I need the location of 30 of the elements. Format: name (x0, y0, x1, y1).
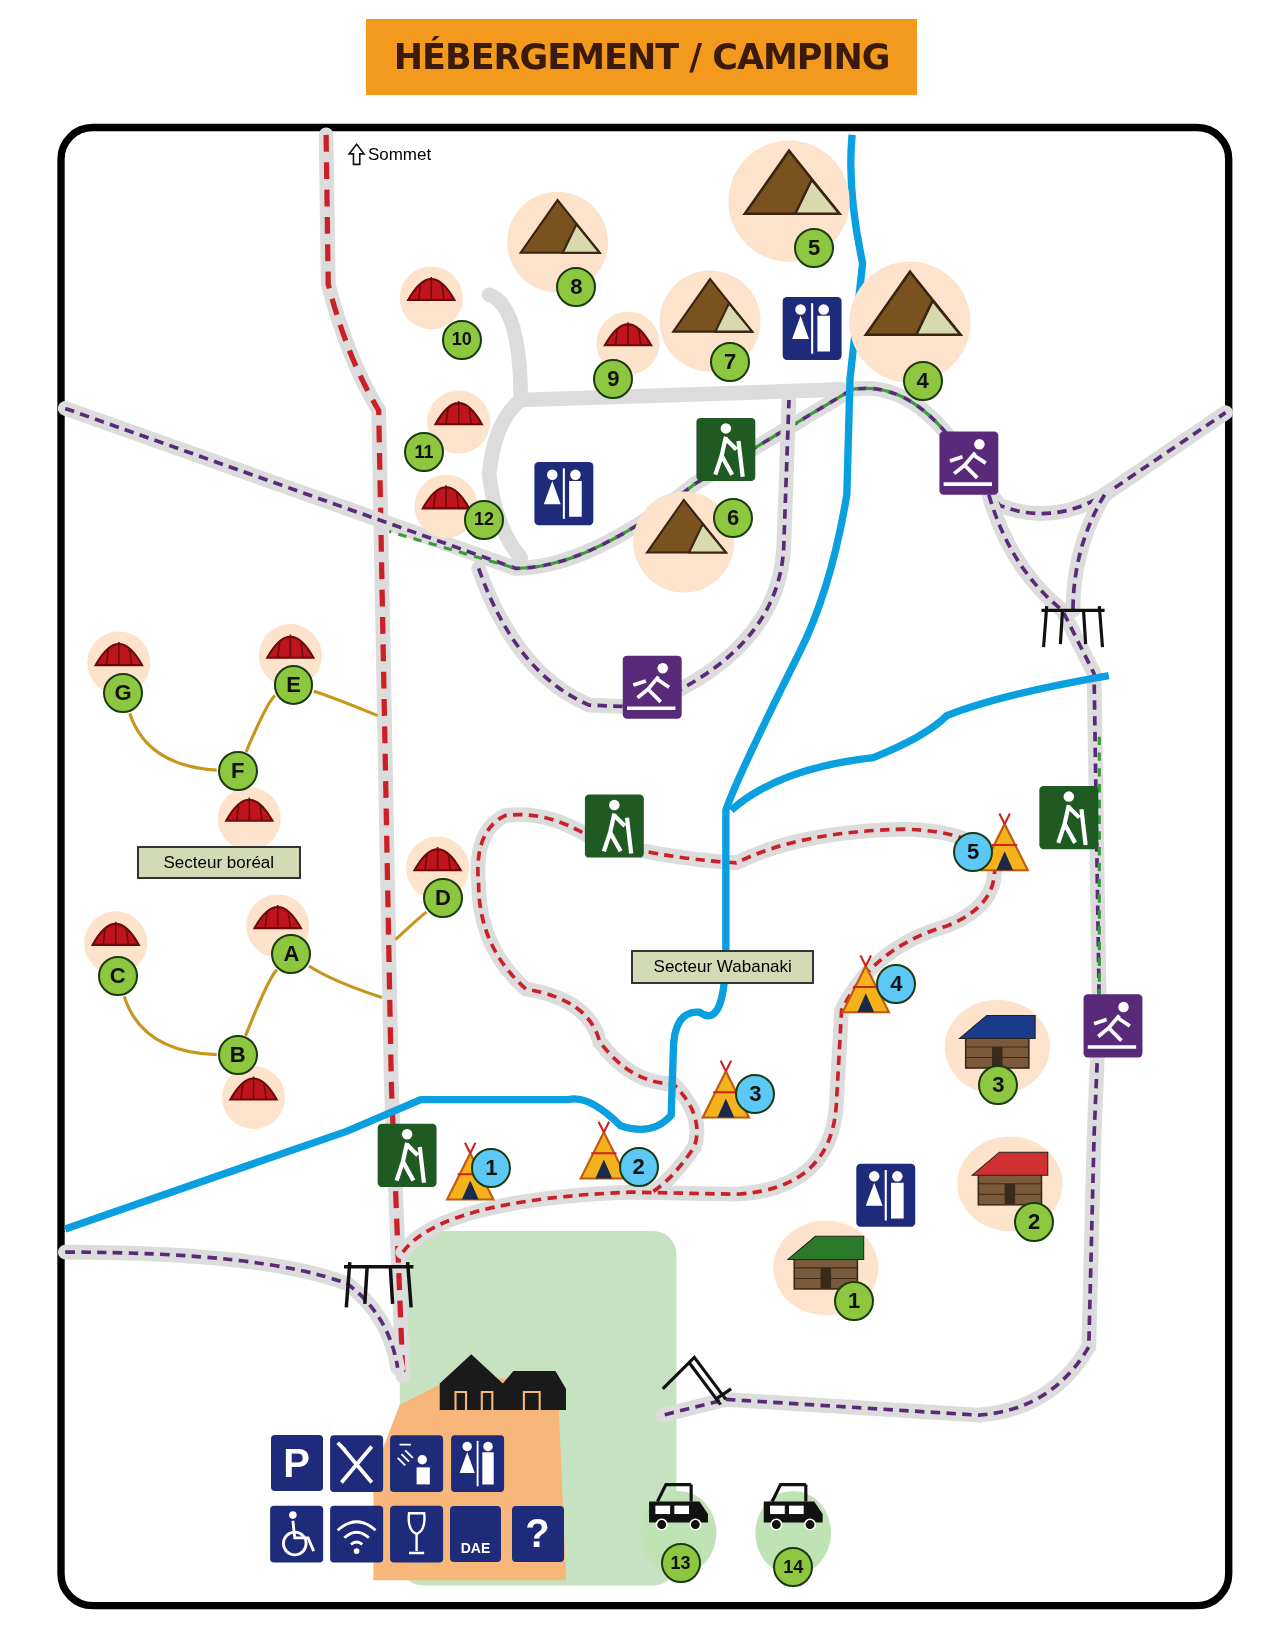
site-number-badge: 3 (735, 1074, 776, 1115)
site-number-badge: G (103, 673, 144, 714)
site-number-badge: 2 (618, 1146, 659, 1187)
site-number-badge: 14 (773, 1547, 814, 1588)
path-line (313, 689, 379, 718)
direction-label: Sommet (367, 144, 433, 166)
path-line (244, 968, 279, 1037)
site-number-badge: C (97, 956, 138, 997)
path-line (128, 712, 217, 772)
site-number-badge: A (271, 934, 312, 975)
path-line (308, 964, 383, 999)
site-number-badge: F (217, 751, 258, 792)
site-number-badge: 11 (403, 432, 444, 473)
path-line (122, 995, 217, 1057)
sector-label: Secteur boréal (136, 845, 301, 880)
title-banner: HÉBERGEMENT / CAMPING (366, 18, 918, 95)
path-line (394, 910, 428, 941)
site-number-badge: 4 (876, 963, 917, 1004)
site-number-badge: 5 (953, 832, 994, 873)
site-number-badge: 1 (471, 1147, 512, 1188)
site-number-badge: 2 (1014, 1202, 1055, 1243)
information-sign: ? (511, 1505, 564, 1562)
site-number-badge: 8 (556, 267, 597, 308)
path-line (244, 694, 277, 753)
defibrillator-sign: DAE (449, 1505, 502, 1562)
site-number-badge: B (217, 1035, 258, 1076)
sector-label: Secteur Wabanaki (631, 949, 815, 984)
parking-sign: P (270, 1435, 323, 1492)
site-number-badge: 10 (441, 319, 482, 360)
site-number-badge: 6 (713, 497, 754, 538)
